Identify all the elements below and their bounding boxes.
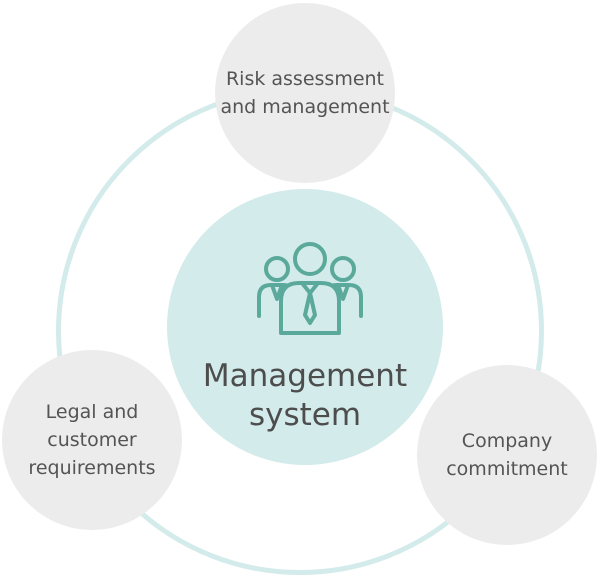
team-people-icon (257, 242, 363, 335)
node-risk-assessment-label: Risk assessment and management (220, 68, 390, 118)
center-node-label: Management system (202, 358, 408, 433)
node-legal-requirements: Legal and customer requirements (2, 350, 182, 530)
node-company-commitment: Company commitment (417, 365, 597, 545)
node-legal-requirements-label: Legal and customer requirements (28, 401, 156, 479)
center-node-management-system: Management system (167, 189, 443, 465)
node-risk-assessment: Risk assessment and management (215, 3, 395, 183)
node-company-commitment-label: Company commitment (446, 430, 568, 480)
